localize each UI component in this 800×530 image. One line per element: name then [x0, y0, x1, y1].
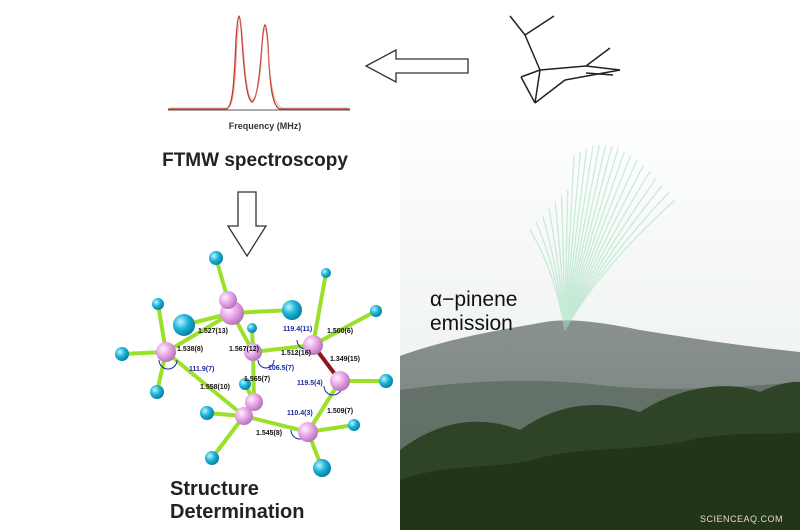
- hydrogen-atom: [209, 251, 223, 265]
- bond-length-label: 1.512(16): [281, 350, 311, 357]
- hydrogen-atom: [247, 323, 257, 333]
- bond: [164, 350, 246, 418]
- emission-label: α−pinene emission: [430, 288, 560, 336]
- hydrogen-atom: [152, 298, 164, 310]
- bond: [251, 343, 315, 354]
- emission-label-line1: α−pinene: [430, 288, 518, 311]
- carbon-atom: [298, 422, 318, 442]
- alpha-pinene-structure: [509, 15, 621, 104]
- landscape-photo: [400, 108, 800, 530]
- carbon-atom: [219, 291, 237, 309]
- emission-plume: [529, 144, 676, 331]
- bond-angle-label: 111.9(7): [189, 366, 214, 373]
- hydrogen-atom: [348, 419, 360, 431]
- bond: [242, 414, 310, 434]
- hydrogen-atom: [173, 314, 195, 336]
- structure-label: Structure Determination: [170, 478, 370, 524]
- carbon-atom: [156, 342, 176, 362]
- hydrogen-atom: [321, 268, 331, 278]
- bond: [164, 311, 234, 354]
- bond-length-label: 1.558(10): [200, 384, 230, 391]
- hydrogen-atom: [379, 374, 393, 388]
- spectrum-x-axis-label: Frequency (MHz): [228, 121, 302, 131]
- structure-label-line1: Structure: [170, 478, 259, 500]
- plume-strand: [564, 199, 676, 331]
- bond: [306, 379, 342, 434]
- hydrogen-atom: [239, 378, 251, 390]
- carbon-atom: [330, 371, 350, 391]
- structure-label-line2: Determination: [170, 501, 305, 523]
- bond-angle-label: 119.5(4): [297, 380, 323, 387]
- arrow-left: [364, 48, 469, 84]
- bond-length-label: 1.545(8): [256, 430, 282, 437]
- bond-length-label: 1.509(7): [327, 408, 353, 415]
- bond-length-label: 1.500(6): [327, 328, 353, 335]
- hydrogen-atom: [205, 451, 219, 465]
- hydrogen-atom: [115, 347, 129, 361]
- bond-length-label: 1.567(12): [229, 346, 259, 353]
- hydrogen-atom: [200, 406, 214, 420]
- angle-arc: [257, 359, 275, 369]
- bond: [311, 309, 378, 347]
- bond-length-label: 1.538(8): [177, 346, 203, 353]
- carbon-atom: [303, 335, 323, 355]
- carbon-atom: [235, 407, 253, 425]
- molecular-model: 1.527(13) 1.538(8) 1.567(12) 1.512(16) 1.500…: [115, 251, 393, 477]
- watermark: SCIENCEAQ.COM: [700, 514, 784, 524]
- bond-angle-label: 119.4(11): [283, 326, 312, 333]
- angle-arc: [158, 359, 178, 370]
- bond-length-label: 1.527(13): [198, 328, 228, 335]
- bond-angle-label: 106.5(7): [268, 365, 294, 372]
- bond-length-label: 1.565(7): [244, 376, 270, 383]
- bond-length-label: 1.349(15): [330, 356, 360, 363]
- bond-angle-label: 110.4(3): [287, 410, 313, 417]
- arrow-down: [226, 191, 268, 258]
- carbon-atom: [244, 343, 262, 361]
- spectrum-plot: [168, 15, 350, 111]
- bond: [311, 271, 328, 347]
- emission-label-line2: emission: [430, 312, 513, 335]
- hydrogen-atom: [150, 385, 164, 399]
- hydrogen-atom: [370, 305, 382, 317]
- method-label: FTMW spectroscopy: [162, 150, 348, 171]
- hydrogen-atom: [313, 459, 331, 477]
- carbon-atom: [245, 393, 263, 411]
- hydrogen-atom: [282, 300, 302, 320]
